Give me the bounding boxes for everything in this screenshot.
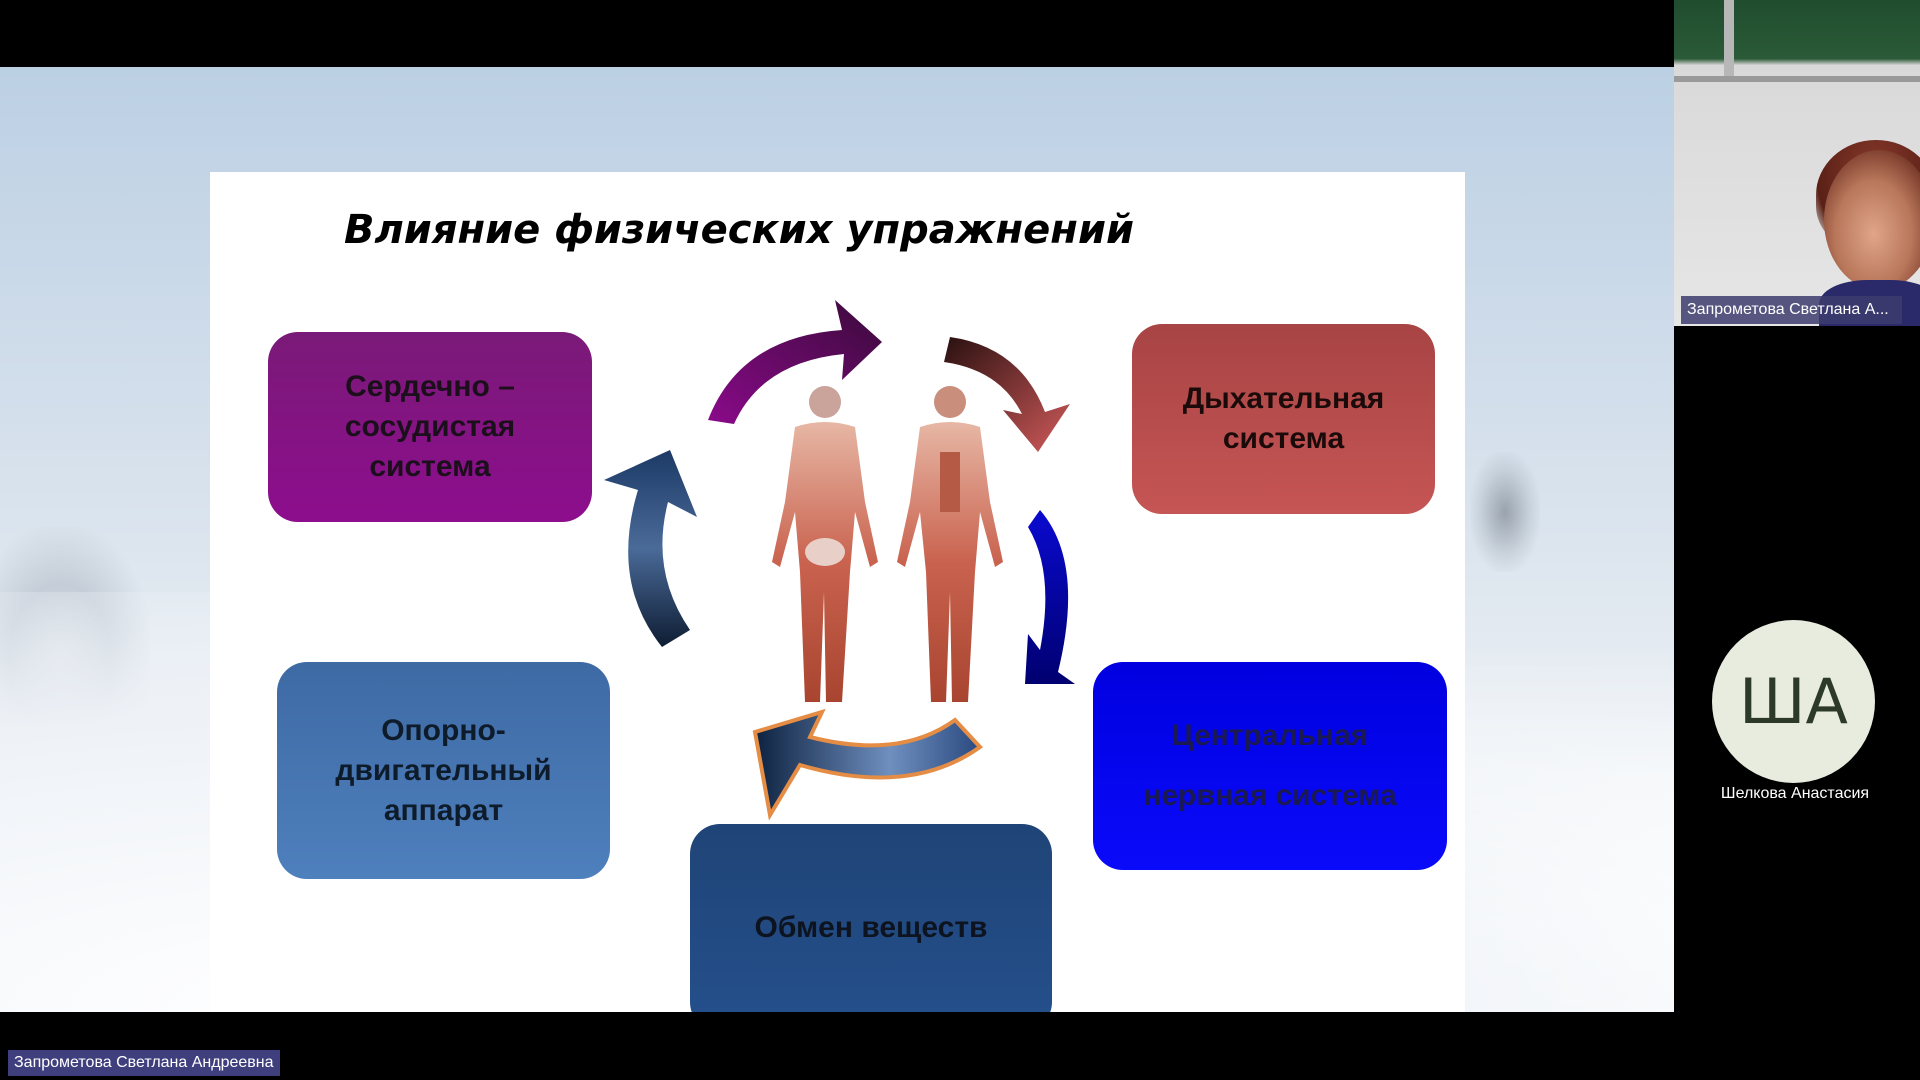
presenter-name-label: Запрометова Светлана Андреевна: [8, 1050, 280, 1076]
cns-label-line2: нервная система: [1143, 779, 1397, 812]
avatar-initials: ША: [1739, 665, 1848, 738]
arrow-left: [604, 450, 697, 647]
anatomy-figure-front: [897, 386, 1003, 702]
camera-participant-name: Запрометова Светлана А...: [1681, 296, 1902, 324]
participant-avatar[interactable]: ША: [1712, 620, 1875, 783]
participant-video[interactable]: [1674, 0, 1920, 326]
respiratory-box: Дыхательная система: [1132, 324, 1435, 514]
arrow-purple: [708, 300, 882, 424]
metabolism-label: Обмен веществ: [754, 911, 988, 944]
cycle-diagram: [604, 300, 1075, 821]
presentation-slide: Влияние физических упражнений Сердечно –…: [210, 172, 1465, 1012]
metabolism-box: Обмен веществ: [690, 824, 1052, 1012]
anatomy-figure-back: [772, 386, 878, 702]
cns-box: Центральная нервная система: [1093, 662, 1447, 870]
window-rail: [1674, 76, 1920, 82]
arrow-bottom: [752, 708, 984, 821]
avatar-participant-name: Шелкова Анастасия: [1720, 785, 1870, 802]
shared-screen: Влияние физических упражнений Сердечно –…: [0, 67, 1674, 1012]
musculoskeletal-box: Опорно-двигательный аппарат: [277, 662, 610, 879]
skiers-background: [1470, 452, 1540, 572]
cns-label-line1: Центральная: [1171, 719, 1369, 752]
arrow-red: [944, 337, 1070, 452]
arrow-blue: [1025, 510, 1075, 684]
musculoskeletal-label: Опорно-двигательный аппарат: [335, 713, 552, 827]
participant-face: [1824, 150, 1920, 290]
window-frame: [1724, 0, 1734, 80]
slide-title: Влияние физических упражнений: [344, 207, 1134, 253]
respiratory-label: Дыхательная система: [1182, 382, 1385, 455]
cardiovascular-box: Сердечно – сосудистая система: [268, 332, 592, 522]
cardiovascular-label: Сердечно – сосудистая система: [344, 370, 516, 483]
